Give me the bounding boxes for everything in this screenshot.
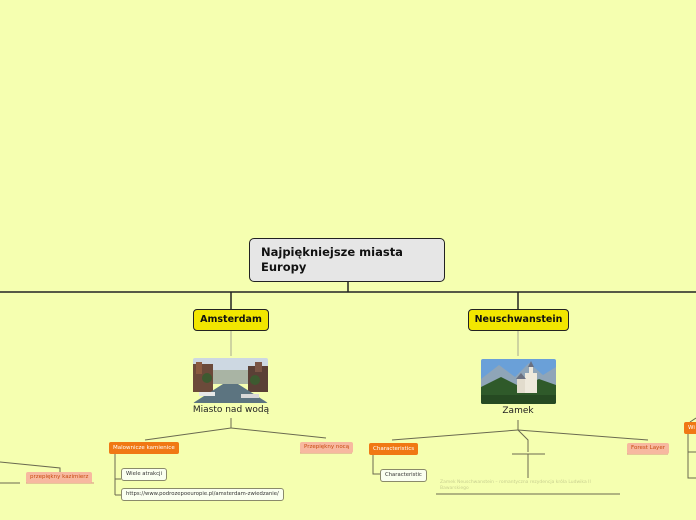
subtopic-characteristics[interactable]: Characteristics (369, 443, 418, 455)
subtopic-characteristic-label: Characteristic (385, 472, 422, 478)
neuschwanstein-caption: Zamek (478, 406, 558, 416)
subtopic-malownicze-kamienice[interactable]: Malownicze kamienice (109, 442, 179, 454)
neuschwanstein-castle-image (481, 359, 556, 404)
topic-neuschwanstein-label: Neuschwanstein (475, 314, 563, 325)
subtopic-forest-layer-label: Forest Layer (631, 445, 665, 451)
subtopic-link-amsterdam[interactable]: https://www.podrozepoeuropie.pl/amsterda… (121, 488, 284, 501)
subtopic-przepiekny-kazimierz-label: przepiękny kazimierz (30, 474, 88, 480)
subtopic-malownicze-kamienice-label: Malownicze kamienice (113, 445, 175, 451)
subtopic-przepiekny-noca-label: Przepiękny nocą (304, 444, 349, 450)
amsterdam-canal-image (193, 358, 268, 403)
topic-amsterdam[interactable]: Amsterdam (193, 309, 269, 331)
subtopic-przepiekny-kazimierz[interactable]: przepiękny kazimierz (26, 472, 92, 483)
root-topic[interactable]: Najpiękniejsze miasta Europy (249, 238, 445, 282)
subtopic-right-edge[interactable]: Wi (684, 422, 696, 434)
subtopic-forest-layer[interactable]: Forest Layer (627, 443, 669, 454)
faint-note: Zamek Neuschwanstein – romantyczna rezyd… (440, 480, 620, 492)
subtopic-przepiekny-noca[interactable]: Przepiękny nocą (300, 442, 353, 453)
topic-neuschwanstein[interactable]: Neuschwanstein (468, 309, 569, 331)
subtopic-characteristic[interactable]: Characteristic (380, 469, 427, 482)
subtopic-wiele-atrakcji-label: Wiele atrakcji (126, 471, 162, 477)
subtopic-characteristics-label: Characteristics (373, 446, 414, 452)
topic-amsterdam-label: Amsterdam (200, 314, 262, 325)
amsterdam-caption: Miasto nad wodą (181, 405, 281, 415)
subtopic-right-edge-label: Wi (688, 425, 695, 431)
subtopic-link-amsterdam-label: https://www.podrozepoeuropie.pl/amsterda… (126, 491, 279, 497)
subtopic-wiele-atrakcji[interactable]: Wiele atrakcji (121, 468, 167, 481)
root-title: Najpiękniejsze miasta Europy (261, 245, 403, 274)
